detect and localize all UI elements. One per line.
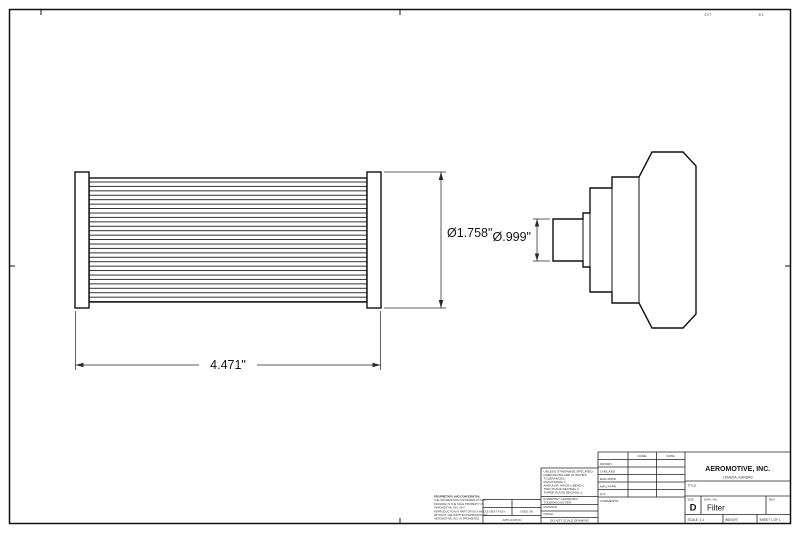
approval-row-checked: CHECKED — [600, 470, 616, 474]
sheet-text: SHEET 1 OF 1 — [760, 518, 781, 522]
name-column-header: NAME — [638, 454, 647, 458]
plot-mark-right: ⊕1 — [758, 12, 765, 17]
proprietary-line: PROPRIETARY AND CONFIDENTIAL — [434, 495, 481, 499]
dimension-filter-length: 4.471" — [75, 311, 381, 372]
do-not-scale-label: DO NOT SCALE DRAWING — [550, 519, 589, 523]
filter-element-view — [74, 171, 382, 309]
interpret-line-1: INTERPRET GEOMETRIC — [544, 497, 579, 501]
tolerance-line: ANGULAR: MACH ± BEND ± — [544, 484, 585, 488]
tolerance-line: FRACTIONAL ± — [544, 480, 566, 484]
next-assy-label: NEXT ASSY — [489, 510, 505, 514]
zone-ticks — [9, 9, 791, 524]
filter-left-end-cap — [74, 171, 90, 309]
title-block-lines — [482, 451, 791, 524]
material-label: MATERIAL — [544, 505, 559, 509]
housing-outline — [552, 151, 697, 329]
tolerance-line: TOLERANCES: — [544, 477, 566, 481]
dwg-no-value: Filter — [707, 504, 725, 513]
tolerance-line: DIMENSIONS ARE IN INCHES — [544, 473, 587, 477]
dim-text-filter-diameter: Ø1.758" — [447, 226, 492, 240]
proprietary-line: WITHOUT THE WRITTEN PERMISSION OF — [434, 513, 488, 517]
weight-text: WEIGHT: — [725, 518, 738, 522]
approval-row-mfg-appr: MFG APPR. — [600, 485, 617, 489]
tolerance-line: TWO PLACE DECIMAL ± — [544, 487, 580, 491]
date-column-header: DATE — [666, 454, 674, 458]
housing-view — [552, 151, 697, 329]
comments-label: COMMENTS: — [600, 499, 619, 503]
dimension-inlet-diameter: Ø.999" — [493, 218, 550, 262]
dimension-filter-diameter: Ø1.758" — [384, 171, 492, 309]
plot-mark-left: 4X7 — [704, 12, 712, 17]
approval-row-qa: Q.A. — [600, 492, 606, 496]
approval-row-eng-appr: ENG APPR. — [600, 477, 617, 481]
dim-text-filter-length: 4.471" — [210, 358, 246, 372]
filter-right-end-cap — [366, 171, 382, 309]
tolerance-line: THREE PLACE DECIMAL ± — [544, 491, 583, 495]
application-label: APPLICATION — [503, 518, 522, 522]
title-block: NAME DATE DRAWN CHECKED ENG APPR. MFG AP… — [434, 451, 791, 524]
interpret-line-2: TOLERANCING PER: — [544, 501, 573, 505]
dwg-no-label: DWG. NO. — [704, 498, 718, 502]
proprietary-line: AEROMOTIVE, INC. ANY — [434, 506, 465, 510]
finish-label: FINISH — [544, 512, 553, 516]
proprietary-line: REPRODUCTION IN PART OR AS A WHOLE — [434, 509, 489, 513]
proprietary-notice: PROPRIETARY AND CONFIDENTIAL THE INFORMA… — [434, 495, 489, 521]
title-label: TITLE: — [688, 484, 697, 488]
size-label: SIZE — [688, 498, 694, 502]
proprietary-line: AEROMOTIVE, INC. IS PROHIBITED. — [434, 517, 480, 521]
tolerance-line: UNLESS OTHERWISE SPECIFIED: — [544, 470, 594, 474]
tolerance-notes: UNLESS OTHERWISE SPECIFIED: DIMENSIONS A… — [544, 470, 594, 495]
proprietary-line: DRAWING IS THE SOLE PROPERTY OF — [434, 502, 484, 506]
used-on-label: USED ON — [520, 510, 533, 514]
scale-text: SCALE: 1:1 — [688, 518, 705, 522]
proprietary-line: THE INFORMATION CONTAINED IN THIS — [434, 498, 486, 502]
company-name: AEROMOTIVE, INC. — [705, 466, 770, 473]
rev-label: REV — [769, 498, 775, 502]
size-value: D — [690, 503, 697, 514]
dim-text-inlet-diameter: Ø.999" — [493, 230, 532, 244]
approval-row-drawn: DRAWN — [600, 462, 612, 466]
company-subtitle: LENEXA, KANSAS — [723, 476, 754, 480]
filter-pleated-body — [88, 177, 368, 303]
housing-section-lines — [582, 177, 640, 303]
